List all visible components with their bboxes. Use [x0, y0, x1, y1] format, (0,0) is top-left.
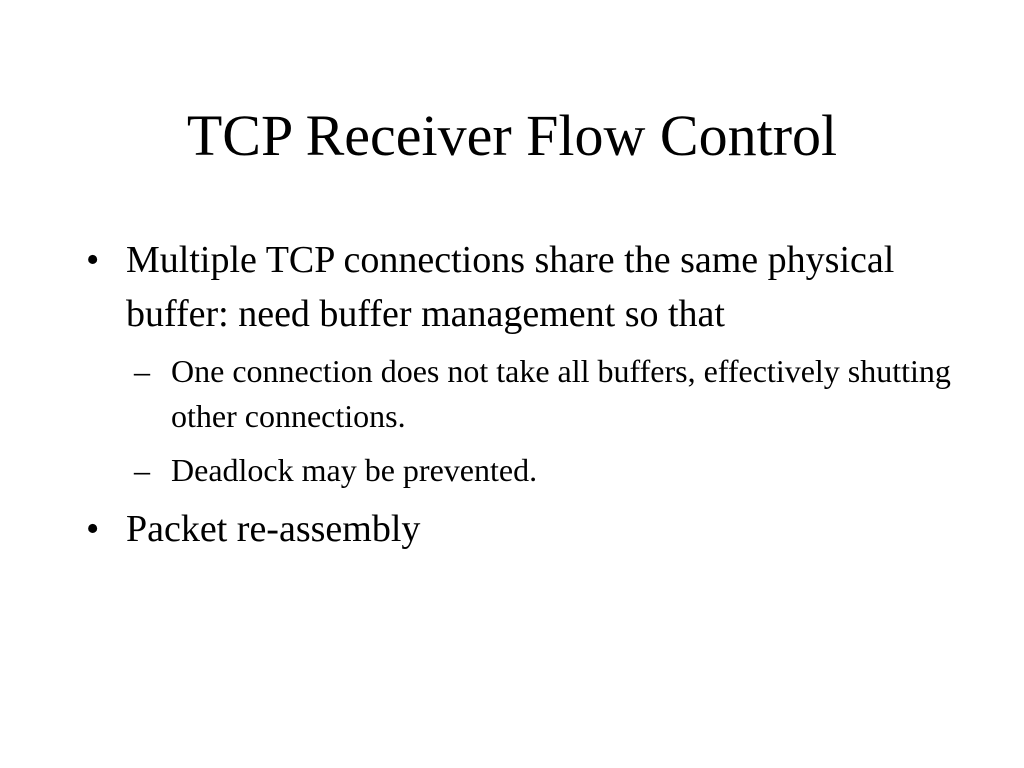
sub-bullet-text: One connection does not take all buffers… [171, 353, 951, 434]
bullet-list: • Multiple TCP connections share the sam… [82, 233, 952, 556]
bullet-text: Packet re-assembly [126, 508, 421, 550]
sub-bullet-marker: – [134, 353, 150, 389]
sub-bullet-list: – One connection does not take all buffe… [126, 349, 952, 493]
sub-bullet-item: – Deadlock may be prevented. [126, 448, 952, 493]
bullet-item: • Packet re-assembly [82, 502, 952, 556]
bullet-marker: • [86, 239, 100, 281]
sub-bullet-item: – One connection does not take all buffe… [126, 349, 952, 439]
bullet-item: • Multiple TCP connections share the sam… [82, 233, 952, 493]
bullet-text: Multiple TCP connections share the same … [126, 239, 895, 335]
bullet-marker: • [86, 508, 100, 550]
slide-title: TCP Receiver Flow Control [186, 103, 838, 168]
sub-bullet-marker: – [134, 452, 150, 488]
sub-bullet-text: Deadlock may be prevented. [171, 452, 538, 488]
